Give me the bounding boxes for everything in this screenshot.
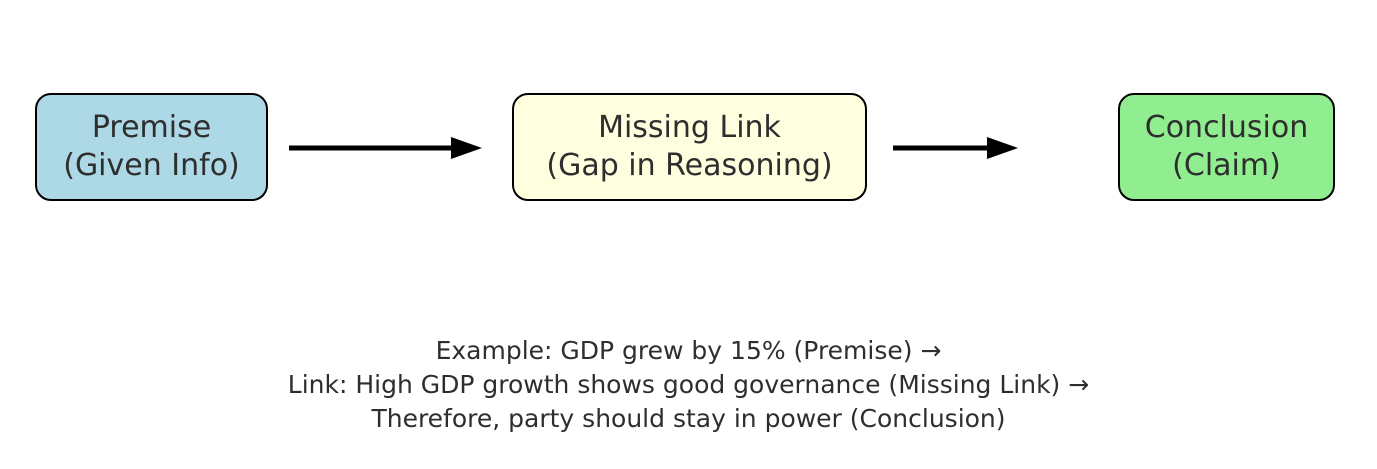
arrow-head [987, 137, 1018, 159]
example-caption: Example: GDP grew by 15% (Premise) → Lin… [0, 334, 1377, 436]
node-premise-subtitle: (Given Info) [63, 148, 240, 183]
arrow-missing-link-to-conclusion-icon [893, 137, 1018, 159]
arrow-head [451, 137, 482, 159]
node-missing-link: Missing Link (Gap in Reasoning) [512, 93, 867, 201]
node-missing-link-title: Missing Link [598, 110, 781, 145]
node-conclusion: Conclusion (Claim) [1118, 93, 1335, 201]
node-premise: Premise (Given Info) [35, 93, 268, 201]
node-conclusion-title: Conclusion [1144, 110, 1309, 145]
node-premise-title: Premise [91, 110, 212, 145]
caption-line-premise: Example: GDP grew by 15% (Premise) → [435, 336, 942, 365]
caption-line-missing-link: Link: High GDP growth shows good governa… [287, 370, 1090, 399]
node-conclusion-subtitle: (Claim) [1172, 148, 1281, 183]
arrow-premise-to-missing-link-icon [289, 137, 482, 159]
caption-line-conclusion: Therefore, party should stay in power (C… [371, 404, 1006, 433]
node-missing-link-subtitle: (Gap in Reasoning) [546, 148, 833, 183]
